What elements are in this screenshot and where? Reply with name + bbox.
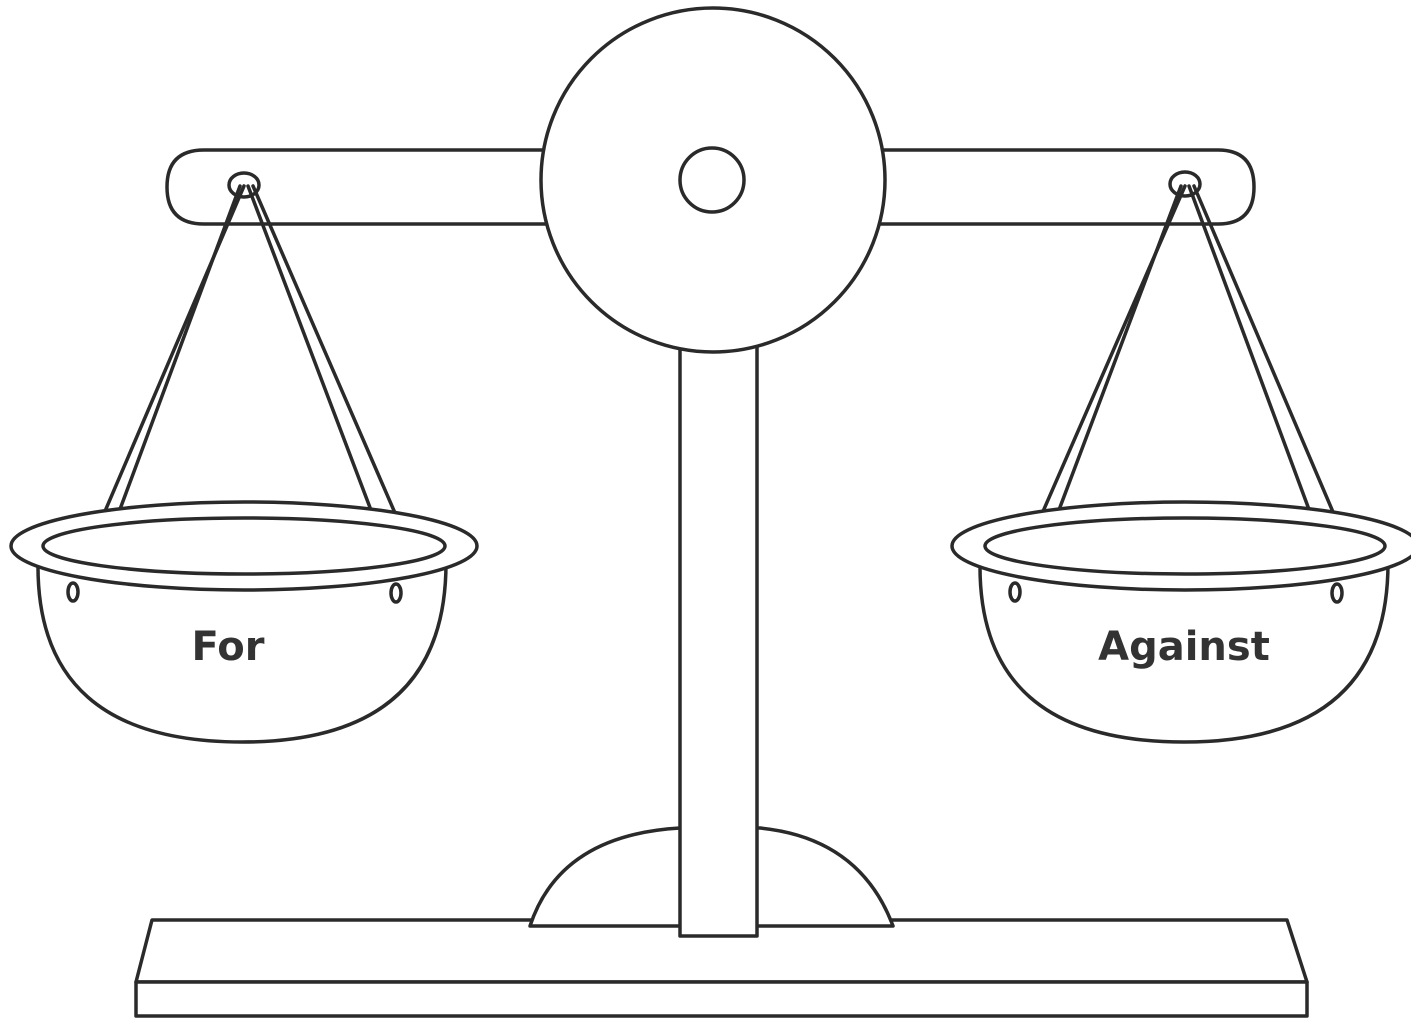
left-string-3	[246, 184, 390, 557]
right-pan-bowl	[978, 561, 1390, 744]
left-string-4	[251, 184, 397, 515]
base-plank-front	[134, 980, 1309, 1018]
right-hanger-ring	[1168, 170, 1202, 198]
scale-base	[134, 918, 1309, 1018]
right-string-4	[1192, 184, 1335, 514]
left-pan-label: For	[192, 624, 265, 670]
left-pan-hook-2	[389, 582, 403, 604]
right-pan-rim-inner	[983, 516, 1387, 576]
right-pan-hook-1	[1008, 581, 1022, 603]
pivot-hole	[678, 146, 746, 214]
left-pan-hook-1	[66, 581, 80, 603]
right-pan-assembly: Against	[950, 170, 1411, 744]
right-pan-hook-2	[1330, 582, 1344, 604]
stand-pillar	[678, 328, 759, 938]
right-pan-label: Against	[1098, 624, 1270, 670]
right-string-3	[1187, 184, 1329, 560]
left-pan-assembly: For	[9, 171, 479, 744]
left-string-2	[101, 184, 242, 557]
right-string-2	[1040, 184, 1183, 557]
left-pan-bowl	[36, 561, 448, 744]
left-pan-rim-inner	[41, 516, 447, 576]
